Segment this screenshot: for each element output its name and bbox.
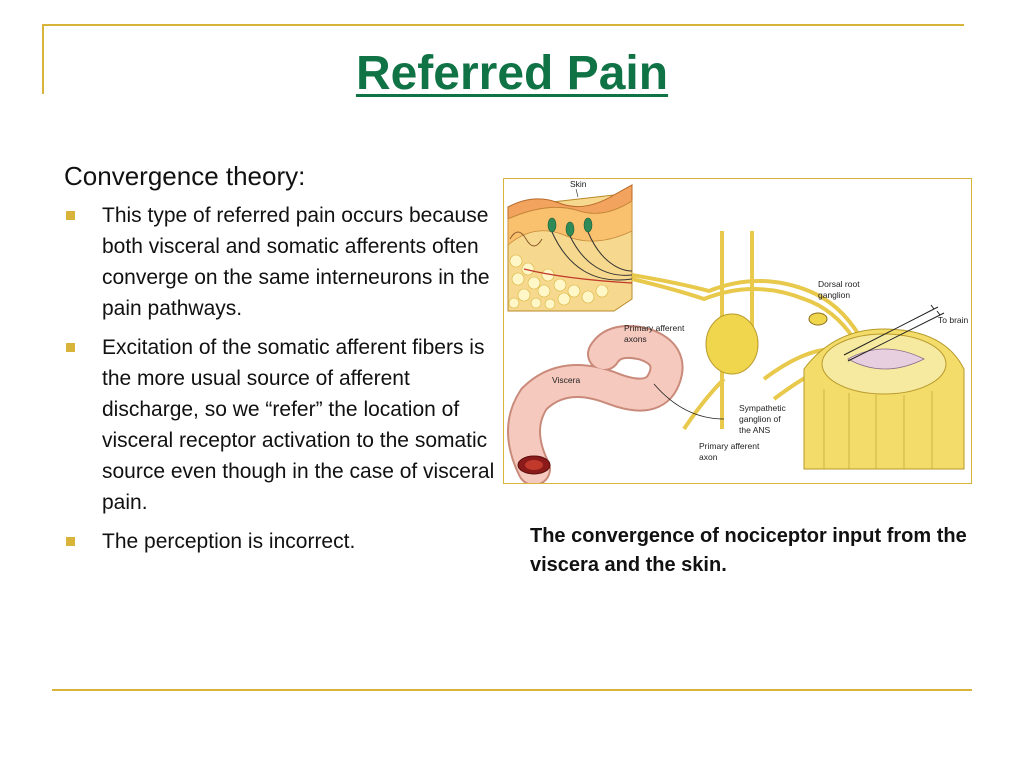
label-viscera: Viscera	[552, 375, 580, 385]
convergence-illustration: Skin	[507, 179, 969, 483]
slide-title-text: Referred Pain	[355, 47, 669, 100]
bullet-text: The perception is incorrect.	[102, 530, 356, 553]
frame-bottom-line	[52, 689, 972, 691]
spinal-cord	[803, 304, 965, 470]
label-dorsal-root-1: Dorsal root	[818, 279, 860, 289]
label-sympathetic-1: Sympathetic	[739, 403, 787, 413]
bullet-text: This type of referred pain occurs becaus…	[102, 204, 490, 320]
frame-left-line	[42, 24, 44, 94]
bullet-item: This type of referred pain occurs becaus…	[66, 200, 498, 324]
skin-block	[507, 184, 633, 312]
label-primary-afferent-axon-2: axon	[699, 452, 718, 462]
nociceptor-convergence-figure: Skin	[503, 178, 972, 484]
square-bullet-icon	[66, 211, 75, 220]
label-skin: Skin	[570, 179, 587, 189]
section-heading: Convergence theory:	[64, 161, 306, 191]
square-bullet-icon	[66, 343, 75, 352]
slide-title: Referred Pain	[0, 46, 1024, 102]
sympathetic-ganglion	[705, 313, 759, 375]
dorsal-root-ganglion	[808, 312, 828, 326]
label-to-brain: To brain	[938, 315, 969, 325]
label-sympathetic-3: the ANS	[739, 425, 771, 435]
label-sympathetic-2: ganglion of	[739, 414, 781, 424]
bullet-text: Excitation of the somatic afferent fiber…	[102, 336, 495, 514]
label-dorsal-root-2: ganglion	[818, 290, 850, 300]
label-primary-afferent-axon-1: Primary afferent	[699, 441, 760, 451]
bullet-item: Excitation of the somatic afferent fiber…	[66, 332, 498, 518]
label-primary-afferent-axons-1: Primary afferent	[624, 323, 685, 333]
figure-caption: The convergence of nociceptor input from…	[530, 525, 967, 576]
frame-top-line	[42, 24, 964, 26]
square-bullet-icon	[66, 537, 75, 546]
bullet-list: This type of referred pain occurs becaus…	[66, 200, 498, 565]
viscera-intestine	[507, 325, 725, 483]
label-primary-afferent-axons-2: axons	[624, 334, 647, 344]
bullet-item: The perception is incorrect.	[66, 526, 498, 557]
